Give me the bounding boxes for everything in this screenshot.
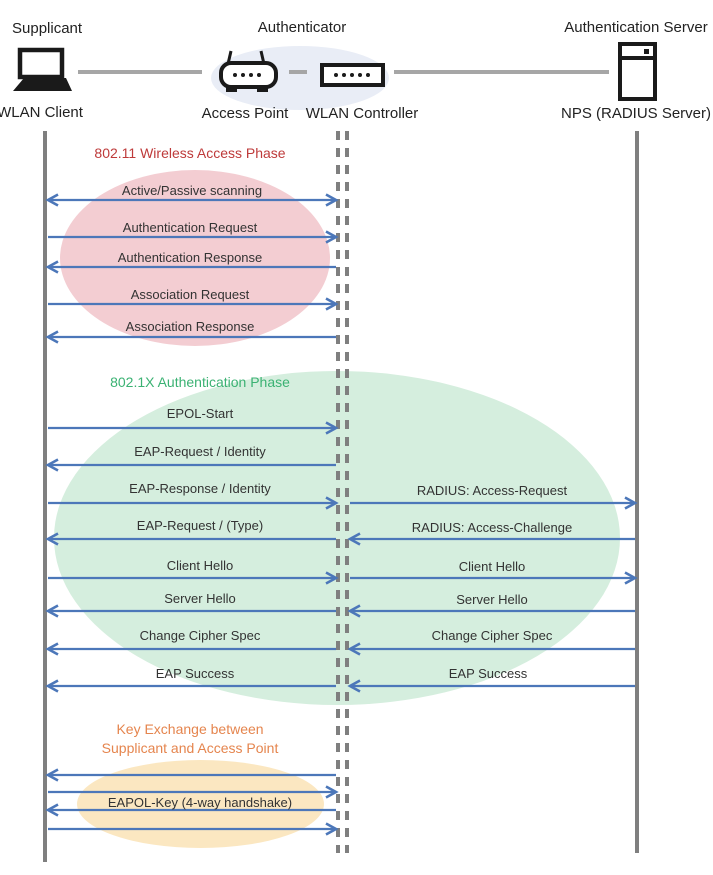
arrowhead-right (325, 785, 339, 799)
phase1-title: 802.11 Wireless Access Phase (94, 145, 286, 161)
arrowhead-left (45, 642, 59, 656)
message-label: Server Hello (456, 592, 528, 607)
p1-arrow-active-passive-scanning (45, 193, 339, 207)
message-label: Change Cipher Spec (139, 628, 261, 643)
arrowhead-left (45, 803, 59, 817)
arrowhead-left (45, 604, 59, 618)
p2-left-arrow-eap-response-identity (48, 496, 339, 510)
arrowhead-right (325, 230, 339, 244)
arrowhead-left (45, 193, 59, 207)
p2-left-arrow-client-hello (48, 571, 339, 585)
p3-handshake-arrow-arrow (48, 822, 339, 836)
p3-handshake-arrow-arrow (45, 768, 336, 782)
arrowhead-left (45, 532, 59, 546)
arrowhead-left (45, 330, 59, 344)
p2-right-arrow-radius-access-challenge (347, 532, 635, 546)
message-label: EPOL-Start (166, 406, 234, 421)
message-label: EAP Success (155, 666, 235, 681)
p3-handshake-arrow-arrow (45, 803, 336, 817)
p2-left-arrow-epol-start (48, 421, 339, 435)
message-label: Client Hello (458, 559, 526, 574)
p2-right-arrow-eap-success (347, 679, 635, 693)
p2-right-arrow-client-hello (350, 571, 638, 585)
p2-left-arrow-eap-request-type (45, 532, 336, 546)
p1-arrow-association-response (45, 330, 336, 344)
message-label: Association Response (125, 319, 255, 334)
message-label: EAP-Request / Identity (134, 444, 266, 459)
arrowhead-right (325, 571, 339, 585)
arrowhead-left (347, 679, 361, 693)
p2-right-arrow-change-cipher-spec (347, 642, 635, 656)
message-label: Authentication Response (117, 250, 263, 265)
arrowhead-left (45, 458, 59, 472)
message-label: Active/Passive scanning (121, 183, 263, 198)
laptop-icon (13, 47, 72, 91)
device-label-wlan-controller: WLAN Controller (305, 105, 419, 122)
arrowhead-right (325, 496, 339, 510)
server-icon (618, 42, 657, 101)
arrowhead-left (347, 604, 361, 618)
p3-handshake-arrow-arrow (48, 785, 339, 799)
arrowhead-right (325, 421, 339, 435)
p2-left-arrow-change-cipher-spec (45, 642, 336, 656)
phase3-title-line2: Supplicant and Access Point (101, 740, 279, 756)
message-label: Authentication Request (122, 220, 258, 235)
message-label: EAP Success (448, 666, 528, 681)
arrowhead-left (45, 768, 59, 782)
p1-arrow-association-request (48, 297, 339, 311)
message-label: Server Hello (164, 591, 236, 606)
arrowhead-right (624, 571, 638, 585)
arrowhead-right (325, 193, 339, 207)
phase3-title-line1: Key Exchange between (116, 721, 264, 737)
p1-arrow-authentication-response (45, 260, 336, 274)
arrowhead-left (45, 679, 59, 693)
message-label: EAP-Request / (Type) (136, 518, 264, 533)
arrowhead-left (347, 642, 361, 656)
message-label: Client Hello (166, 558, 234, 573)
arrowhead-right (624, 496, 638, 510)
p2-right-arrow-radius-access-request (350, 496, 638, 510)
access-point-icon (219, 50, 278, 92)
p2-left-arrow-eap-success (45, 679, 336, 693)
wlan-controller-icon (320, 63, 385, 87)
lifelines (43, 131, 639, 862)
p2-left-arrow-eap-request-identity (45, 458, 336, 472)
message-label: RADIUS: Access-Request (416, 483, 568, 498)
role-label-supplicant: Supplicant (12, 20, 83, 37)
p1-arrow-authentication-request (48, 230, 339, 244)
arrowhead-left (347, 532, 361, 546)
device-label-nps-radius-server: NPS (RADIUS Server) (560, 105, 712, 122)
message-label: EAPOL-Key (4-way handshake) (107, 795, 293, 810)
p2-right-arrow-server-hello (347, 604, 635, 618)
message-label: Change Cipher Spec (431, 628, 553, 643)
arrowhead-left (45, 260, 59, 274)
device-label-wlan-client: WLAN Client (0, 104, 83, 121)
role-label-authentication-server: Authentication Server (564, 19, 708, 36)
phase2-title: 802.1X Authentication Phase (110, 374, 290, 390)
arrowhead-right (325, 822, 339, 836)
message-label: Association Request (130, 287, 250, 302)
message-arrows (45, 193, 638, 836)
message-label: RADIUS: Access-Challenge (411, 520, 573, 535)
arrowhead-right (325, 297, 339, 311)
role-label-authenticator: Authenticator (257, 19, 347, 36)
p2-left-arrow-server-hello (45, 604, 336, 618)
device-label-access-point: Access Point (201, 105, 289, 122)
message-label: EAP-Response / Identity (129, 481, 271, 496)
